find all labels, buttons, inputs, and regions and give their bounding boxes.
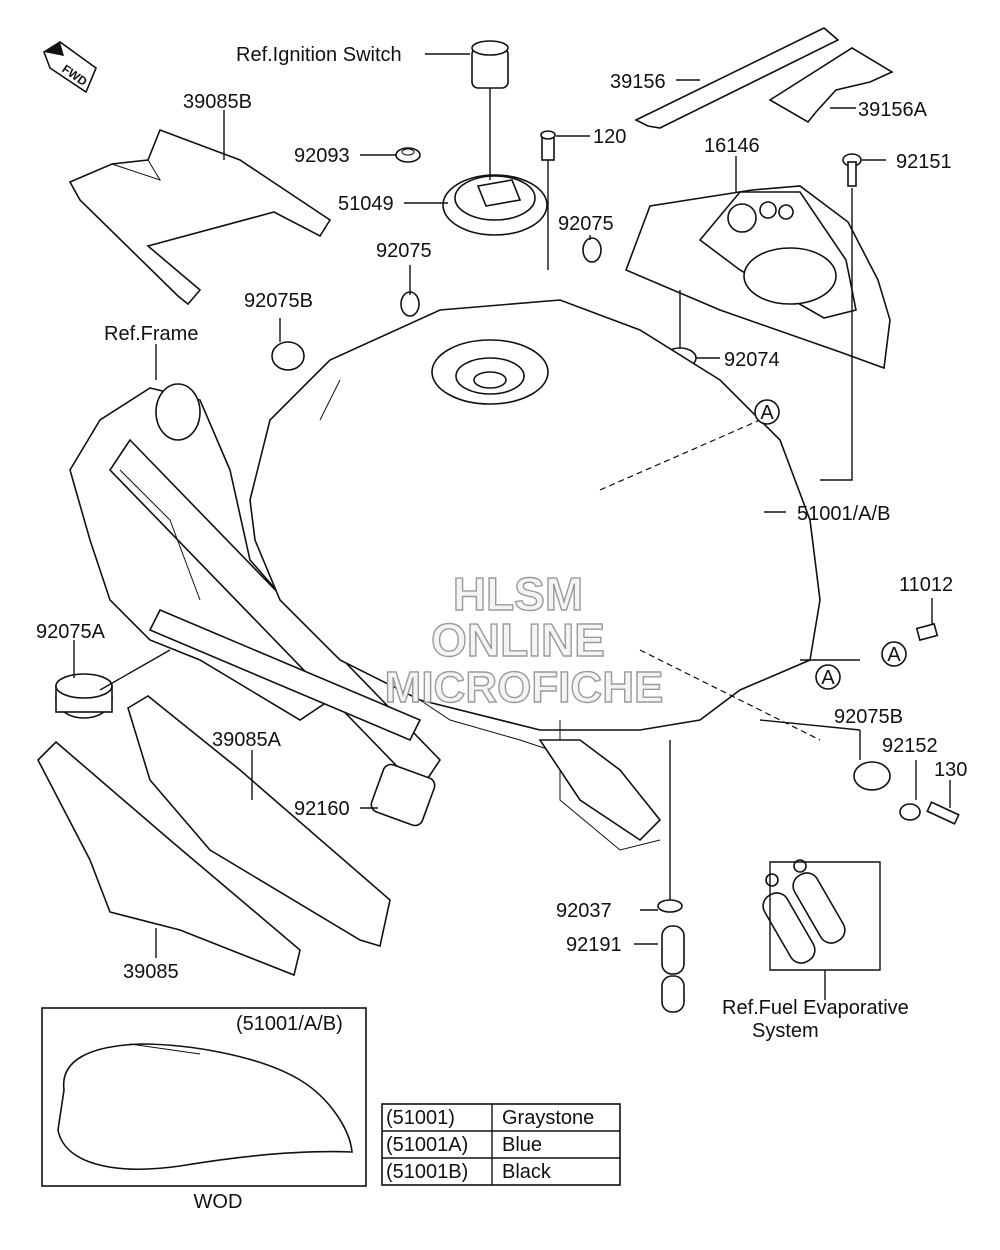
callout-120: 120 <box>593 126 626 148</box>
callout-39085b: 39085B <box>183 91 252 113</box>
ignition-switch-cap <box>471 40 509 89</box>
grommet-92075-b <box>582 237 602 263</box>
reference-mark-a-2: A <box>881 641 907 667</box>
callout-92075-mid: 92075 <box>376 240 432 262</box>
callout-16146: 16146 <box>704 135 760 157</box>
grommet-92075b-right <box>853 761 891 791</box>
watermark-line-3: MICROFICHE <box>385 663 664 712</box>
cover-16146 <box>624 185 891 370</box>
callout-39156a: 39156A <box>858 99 928 121</box>
table-color-3: Black <box>502 1161 552 1183</box>
table-part-3: (51001B) <box>386 1161 468 1183</box>
callout-ref-ignition-switch: Ref.Ignition Switch <box>236 44 402 66</box>
color-table: (51001) Graystone (51001A) Blue (51001B)… <box>381 1103 621 1186</box>
plug-11012 <box>915 622 939 642</box>
callout-51049: 51049 <box>338 193 394 215</box>
callout-92191: 92191 <box>566 934 622 956</box>
reference-mark-a-1: A <box>754 399 780 425</box>
fwd-arrow-icon: FWD <box>43 41 97 94</box>
callout-39085a: 39085A <box>212 729 282 751</box>
collar-92152 <box>899 803 921 821</box>
frame <box>69 383 442 792</box>
fuel-tank-51001 <box>249 299 821 851</box>
hose-92191 <box>661 925 685 1013</box>
grommet-92075-a <box>400 291 420 317</box>
callout-ref-frame: Ref.Frame <box>104 323 198 345</box>
inset-caption: WOD <box>194 1191 243 1213</box>
grommet-92093 <box>395 147 421 163</box>
clamp-92037 <box>657 899 683 913</box>
table-part-2: (51001A) <box>386 1134 468 1156</box>
callout-92075b-right: 92075B <box>834 706 903 728</box>
inset-title: (51001/A/B) <box>236 1013 343 1035</box>
callout-39156: 39156 <box>610 71 666 93</box>
callout-92075-top: 92075 <box>558 213 614 235</box>
bolt-120 <box>540 130 556 161</box>
table-part-1: (51001) <box>386 1107 455 1129</box>
pad-39085 <box>37 740 301 977</box>
callout-51001ab: 51001/A/B <box>797 503 890 525</box>
callout-39085: 39085 <box>123 961 179 983</box>
callout-92152: 92152 <box>882 735 938 757</box>
damper-92160 <box>370 763 436 827</box>
fuel-cap-51049 <box>442 174 548 236</box>
reference-mark-a-3: A <box>815 664 841 690</box>
callout-92075a: 92075A <box>36 621 106 643</box>
bolt-130 <box>926 801 960 825</box>
pad-39085a <box>127 695 391 948</box>
callout-11012: 11012 <box>899 574 953 596</box>
callout-92074: 92074 <box>724 349 780 371</box>
table-color-2: Blue <box>502 1134 542 1156</box>
pad-39156a <box>768 47 894 124</box>
callout-130: 130 <box>934 759 967 781</box>
ref-mark-text: A <box>760 402 774 424</box>
ref-mark-text: A <box>887 644 901 666</box>
callout-92151: 92151 <box>896 151 952 173</box>
watermark-line-1: HLSM <box>453 568 583 620</box>
watermark-line-2: ONLINE <box>431 614 605 666</box>
callout-92160: 92160 <box>294 798 350 820</box>
evap-hoses <box>762 859 846 964</box>
watermark: HLSM ONLINE MICROFICHE <box>384 567 664 712</box>
leader-lines <box>73 53 951 1000</box>
callout-ref-fuel-evap-system: System <box>752 1020 819 1042</box>
callout-92037: 92037 <box>556 900 612 922</box>
callout-92093: 92093 <box>294 145 350 167</box>
inset-wod: (51001/A/B) WOD <box>41 1007 367 1213</box>
ref-mark-text: A <box>821 667 835 689</box>
pad-39156 <box>634 27 840 129</box>
callout-ref-fuel-evap: Ref.Fuel Evaporative <box>722 997 909 1019</box>
table-color-1: Graystone <box>502 1107 594 1129</box>
bolt-92151 <box>842 153 862 187</box>
pad-39085b <box>68 128 332 306</box>
damper-92075a <box>55 673 113 719</box>
grommet-92075b-left <box>271 341 305 371</box>
callout-labels: Ref.Ignition Switch 39085B 92093 51049 9… <box>36 44 967 1042</box>
callout-92075b-left: 92075B <box>244 290 313 312</box>
